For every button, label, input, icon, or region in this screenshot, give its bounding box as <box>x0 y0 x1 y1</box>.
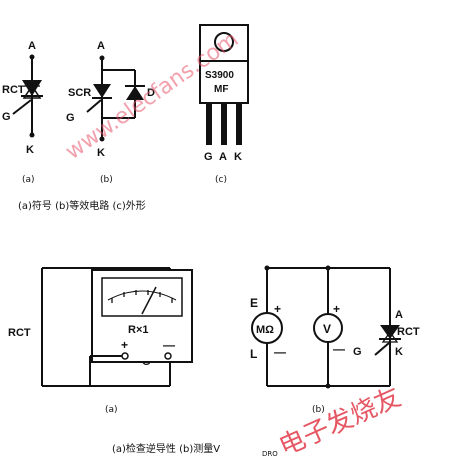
cathode-terminal <box>99 136 105 142</box>
l-terminal-label: L <box>250 347 257 361</box>
meter-scale <box>107 290 177 301</box>
megohmmeter <box>251 312 283 344</box>
pin-label-g: G <box>204 151 213 163</box>
device-label: RCT <box>8 327 31 339</box>
anode-terminal <box>99 55 105 61</box>
pin-g <box>206 103 212 145</box>
megohm-minus: — <box>274 345 286 359</box>
cathode-terminal <box>29 132 35 138</box>
anode-terminal <box>29 54 35 60</box>
pin-a <box>221 103 227 145</box>
bottom-caption-subscript: DRO <box>262 450 278 458</box>
device-label: RCT <box>397 326 420 338</box>
voltmeter-minus: — <box>333 342 345 356</box>
megohm-plus: + <box>274 302 281 316</box>
voltmeter-label: V <box>323 322 331 336</box>
part-suffix: MF <box>214 84 228 95</box>
plus-terminal-label: + <box>121 338 128 352</box>
cathode-label: K <box>97 147 105 159</box>
gate-lead <box>86 99 102 113</box>
package-outline: S3900 MF G A K (c) <box>199 24 249 185</box>
anode-label: A <box>28 40 36 52</box>
bottom-figure-caption: (a)检查逆导性 (b)测量V <box>112 442 220 455</box>
caption-b: (b) <box>312 405 325 415</box>
caption-c: (c) <box>215 175 227 185</box>
junction <box>264 265 270 271</box>
top-figure-caption: (a)符号 (b)等效电路 (c)外形 <box>18 199 146 212</box>
equivalent-circuit: A SCR D G K (b) <box>66 40 155 185</box>
mounting-hole <box>214 32 234 52</box>
gate-label: G <box>2 111 11 123</box>
e-terminal-label: E <box>250 296 258 310</box>
gate-label: G <box>353 346 362 358</box>
voltmeter-plus: + <box>333 302 340 316</box>
anode-label: A <box>97 40 105 52</box>
diode-label: D <box>147 87 155 99</box>
caption-a: (a) <box>22 175 35 185</box>
pin-label-a: A <box>219 151 227 163</box>
reverse-diode-triangle <box>22 84 42 99</box>
voltmeter <box>313 313 343 343</box>
reverse-conduction-test: RCT A K G R×1 + — (a) <box>8 267 193 415</box>
vdro-measurement: MΩ E + L — V + — A RCT G K (b) <box>250 265 420 415</box>
watermark-cn: 电子发烧友 <box>275 382 406 462</box>
plus-terminal <box>121 352 129 360</box>
meter-needle <box>141 286 157 315</box>
caption-b: (b) <box>100 175 113 185</box>
cathode-label: K <box>26 144 34 156</box>
diode-triangle <box>126 86 144 100</box>
junction <box>325 265 331 271</box>
pin-label-k: K <box>234 151 242 163</box>
gate-label: G <box>66 112 75 124</box>
anode-label: A <box>395 309 403 321</box>
device-label: RCT <box>2 84 25 96</box>
meter-window <box>101 277 183 317</box>
package-body <box>199 60 249 104</box>
minus-terminal-label: — <box>163 338 175 352</box>
scr-triangle <box>93 84 111 98</box>
cathode-label: K <box>395 346 403 358</box>
gate-lead <box>374 342 390 356</box>
megohmmeter-label: MΩ <box>256 324 274 336</box>
rct-symbol: A RCT G K (a) <box>2 40 43 185</box>
part-number: S3900 <box>205 70 234 81</box>
meter-range-label: R×1 <box>128 324 149 336</box>
thyristor-triangle <box>22 80 42 96</box>
gate-lead <box>12 99 32 115</box>
caption-a: (a) <box>105 405 118 415</box>
rct-reverse-diode <box>381 330 399 343</box>
scr-label: SCR <box>68 87 91 99</box>
pin-k <box>236 103 242 145</box>
junction <box>325 383 331 389</box>
minus-terminal <box>164 352 172 360</box>
